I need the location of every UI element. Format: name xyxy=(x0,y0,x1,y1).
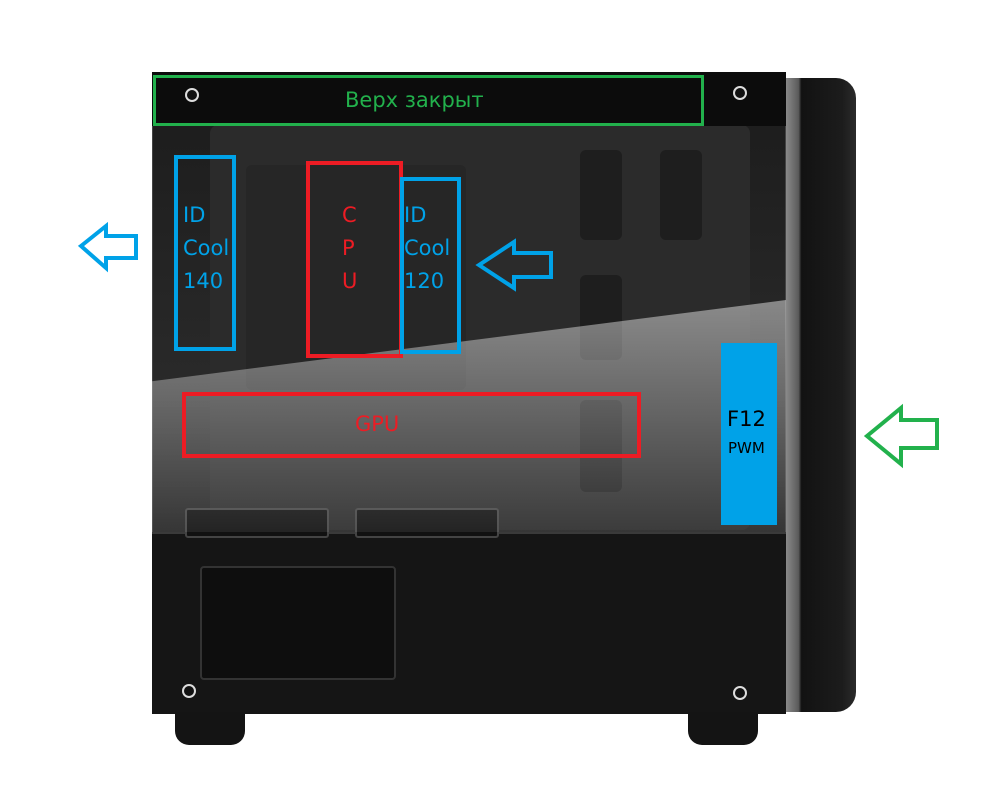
gpu-label: GPU xyxy=(355,412,400,436)
label-line: 140 xyxy=(183,269,224,293)
front-cooler-box xyxy=(400,177,461,354)
rear-cooler-label: ID Cool 140 xyxy=(183,199,229,298)
label-line: Cool xyxy=(404,236,451,260)
cable-cutout xyxy=(580,150,622,240)
intake-arrow-front-icon xyxy=(863,403,939,469)
drive-bay xyxy=(355,508,499,538)
cable-cutout xyxy=(580,275,622,360)
top-closed-box xyxy=(153,75,704,126)
intake-arrow-cpu-icon xyxy=(475,238,553,292)
cpu-label: C P U xyxy=(342,199,357,298)
label-line: ID xyxy=(183,203,206,227)
psu-window xyxy=(200,566,396,680)
front-cooler-label: ID Cool 120 xyxy=(404,199,450,298)
cable-cutout xyxy=(580,400,622,492)
thumbscrew-icon xyxy=(733,686,747,700)
case-top xyxy=(152,72,786,126)
front-fan-marker: F12 PWM xyxy=(721,343,777,525)
label-line: 120 xyxy=(404,269,445,293)
case-front-panel xyxy=(786,78,856,712)
label-line: C xyxy=(342,203,357,227)
label-line: ID xyxy=(404,203,427,227)
front-fan-model: F12 xyxy=(727,407,766,431)
rear-cooler-box xyxy=(174,155,236,351)
label-line: Cool xyxy=(183,236,230,260)
label-line: U xyxy=(342,269,358,293)
case-foot xyxy=(688,712,758,745)
front-fan-type: PWM xyxy=(728,439,765,457)
thumbscrew-icon xyxy=(185,88,199,102)
cable-cutout xyxy=(660,150,702,240)
exhaust-arrow-icon xyxy=(77,221,138,273)
gpu-box xyxy=(182,392,641,458)
drive-bay xyxy=(185,508,329,538)
thumbscrew-icon xyxy=(182,684,196,698)
label-line: P xyxy=(342,236,355,260)
case-foot xyxy=(175,712,245,745)
top-closed-label: Верх закрыт xyxy=(345,88,484,112)
thumbscrew-icon xyxy=(733,86,747,100)
